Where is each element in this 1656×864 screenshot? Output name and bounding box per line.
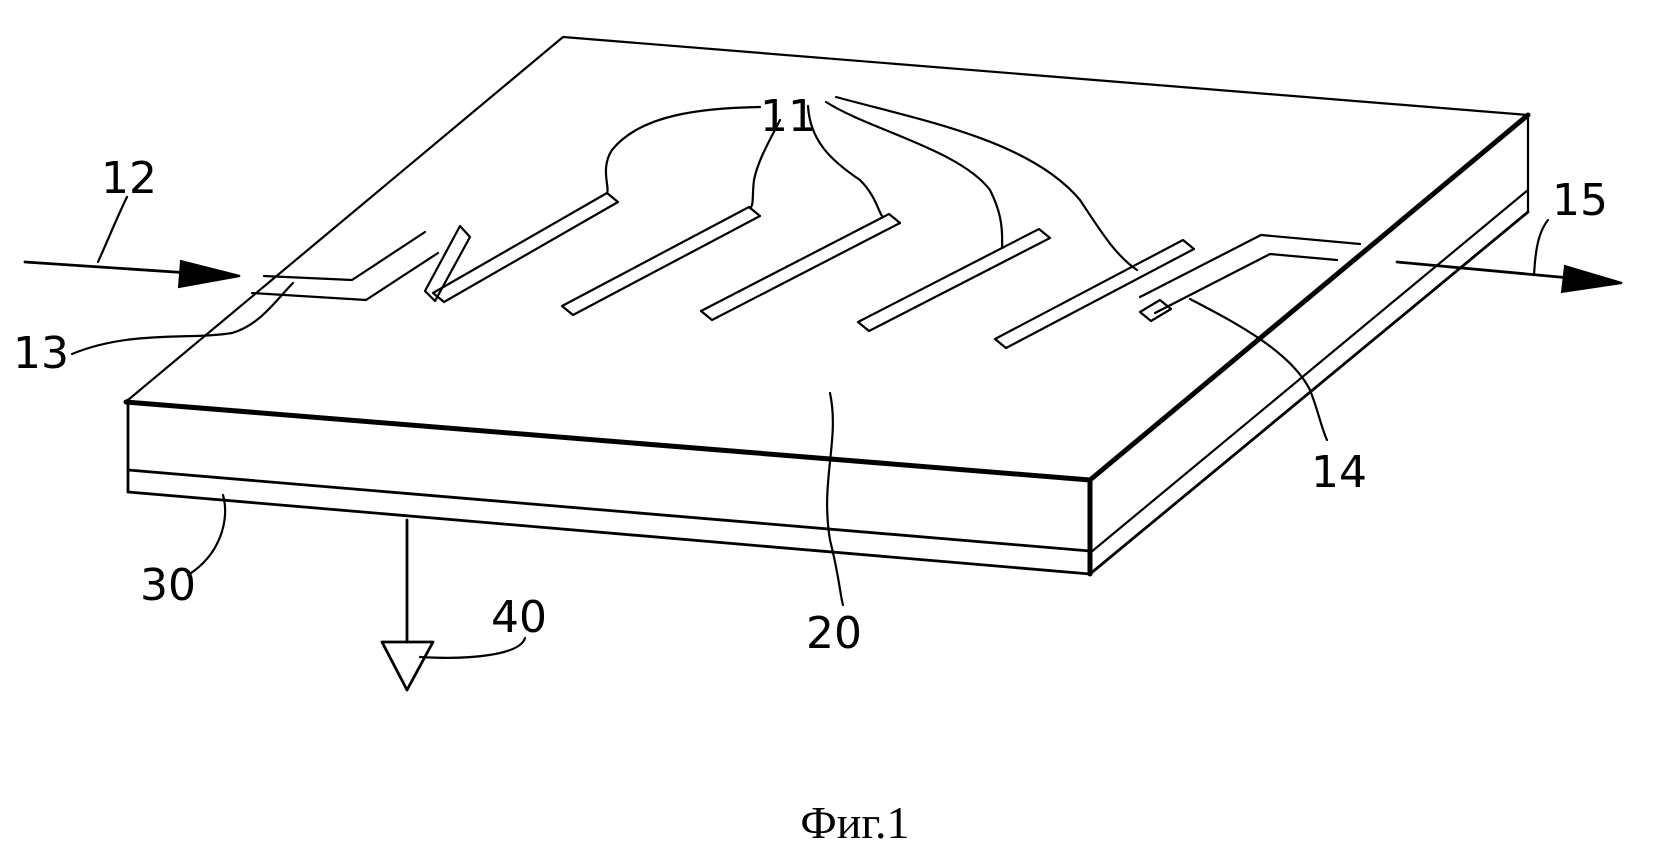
layer-boundary-front [128,470,1090,551]
input-terminal-upper-edge [264,232,425,280]
input-arrow [25,261,240,287]
output-terminal [1140,235,1360,313]
output-arrow [1397,262,1622,292]
input-arrow-shaft [25,262,190,273]
leader-12 [98,197,127,262]
top-face-back-edges [128,37,1528,400]
ground-symbol [382,642,433,690]
ground-connection [382,520,433,690]
electrode-strip [1140,300,1171,321]
leader-20 [827,393,843,605]
input-terminal [252,232,438,300]
output-arrow-head [1562,266,1622,292]
electrode-strip [562,207,760,315]
electrode-strip [433,193,618,302]
output-arrow-shaft [1397,262,1570,278]
electrode-strip [701,214,900,320]
leader-15 [1534,220,1548,275]
label-13: 13 [13,328,69,379]
layer-boundary-right [1090,190,1528,553]
label-12: 12 [101,153,157,204]
electrode-strip [858,229,1050,331]
output-terminal-lower-edge [1155,254,1337,313]
label-14: 14 [1311,447,1367,498]
leader-11-a [606,107,760,193]
reference-numerals: 11 12 13 14 15 20 30 40 [13,91,1608,659]
bottom-right-edge [1090,212,1528,574]
leader-14 [1190,299,1327,440]
bottom-front-edge [128,492,1090,574]
label-11: 11 [760,91,816,142]
figure-caption: Фиг.1 [800,797,909,848]
leader-11-c [808,106,882,216]
right-top-edge [1090,115,1528,480]
label-15: 15 [1552,175,1608,226]
label-40: 40 [491,592,547,643]
label-20: 20 [806,608,862,659]
label-30: 30 [140,560,196,611]
front-top-edge [126,402,1090,480]
input-arrow-head [179,261,240,287]
leader-11-e [836,97,1137,270]
electrode-strip [995,240,1194,348]
electrode-strips [425,193,1194,348]
